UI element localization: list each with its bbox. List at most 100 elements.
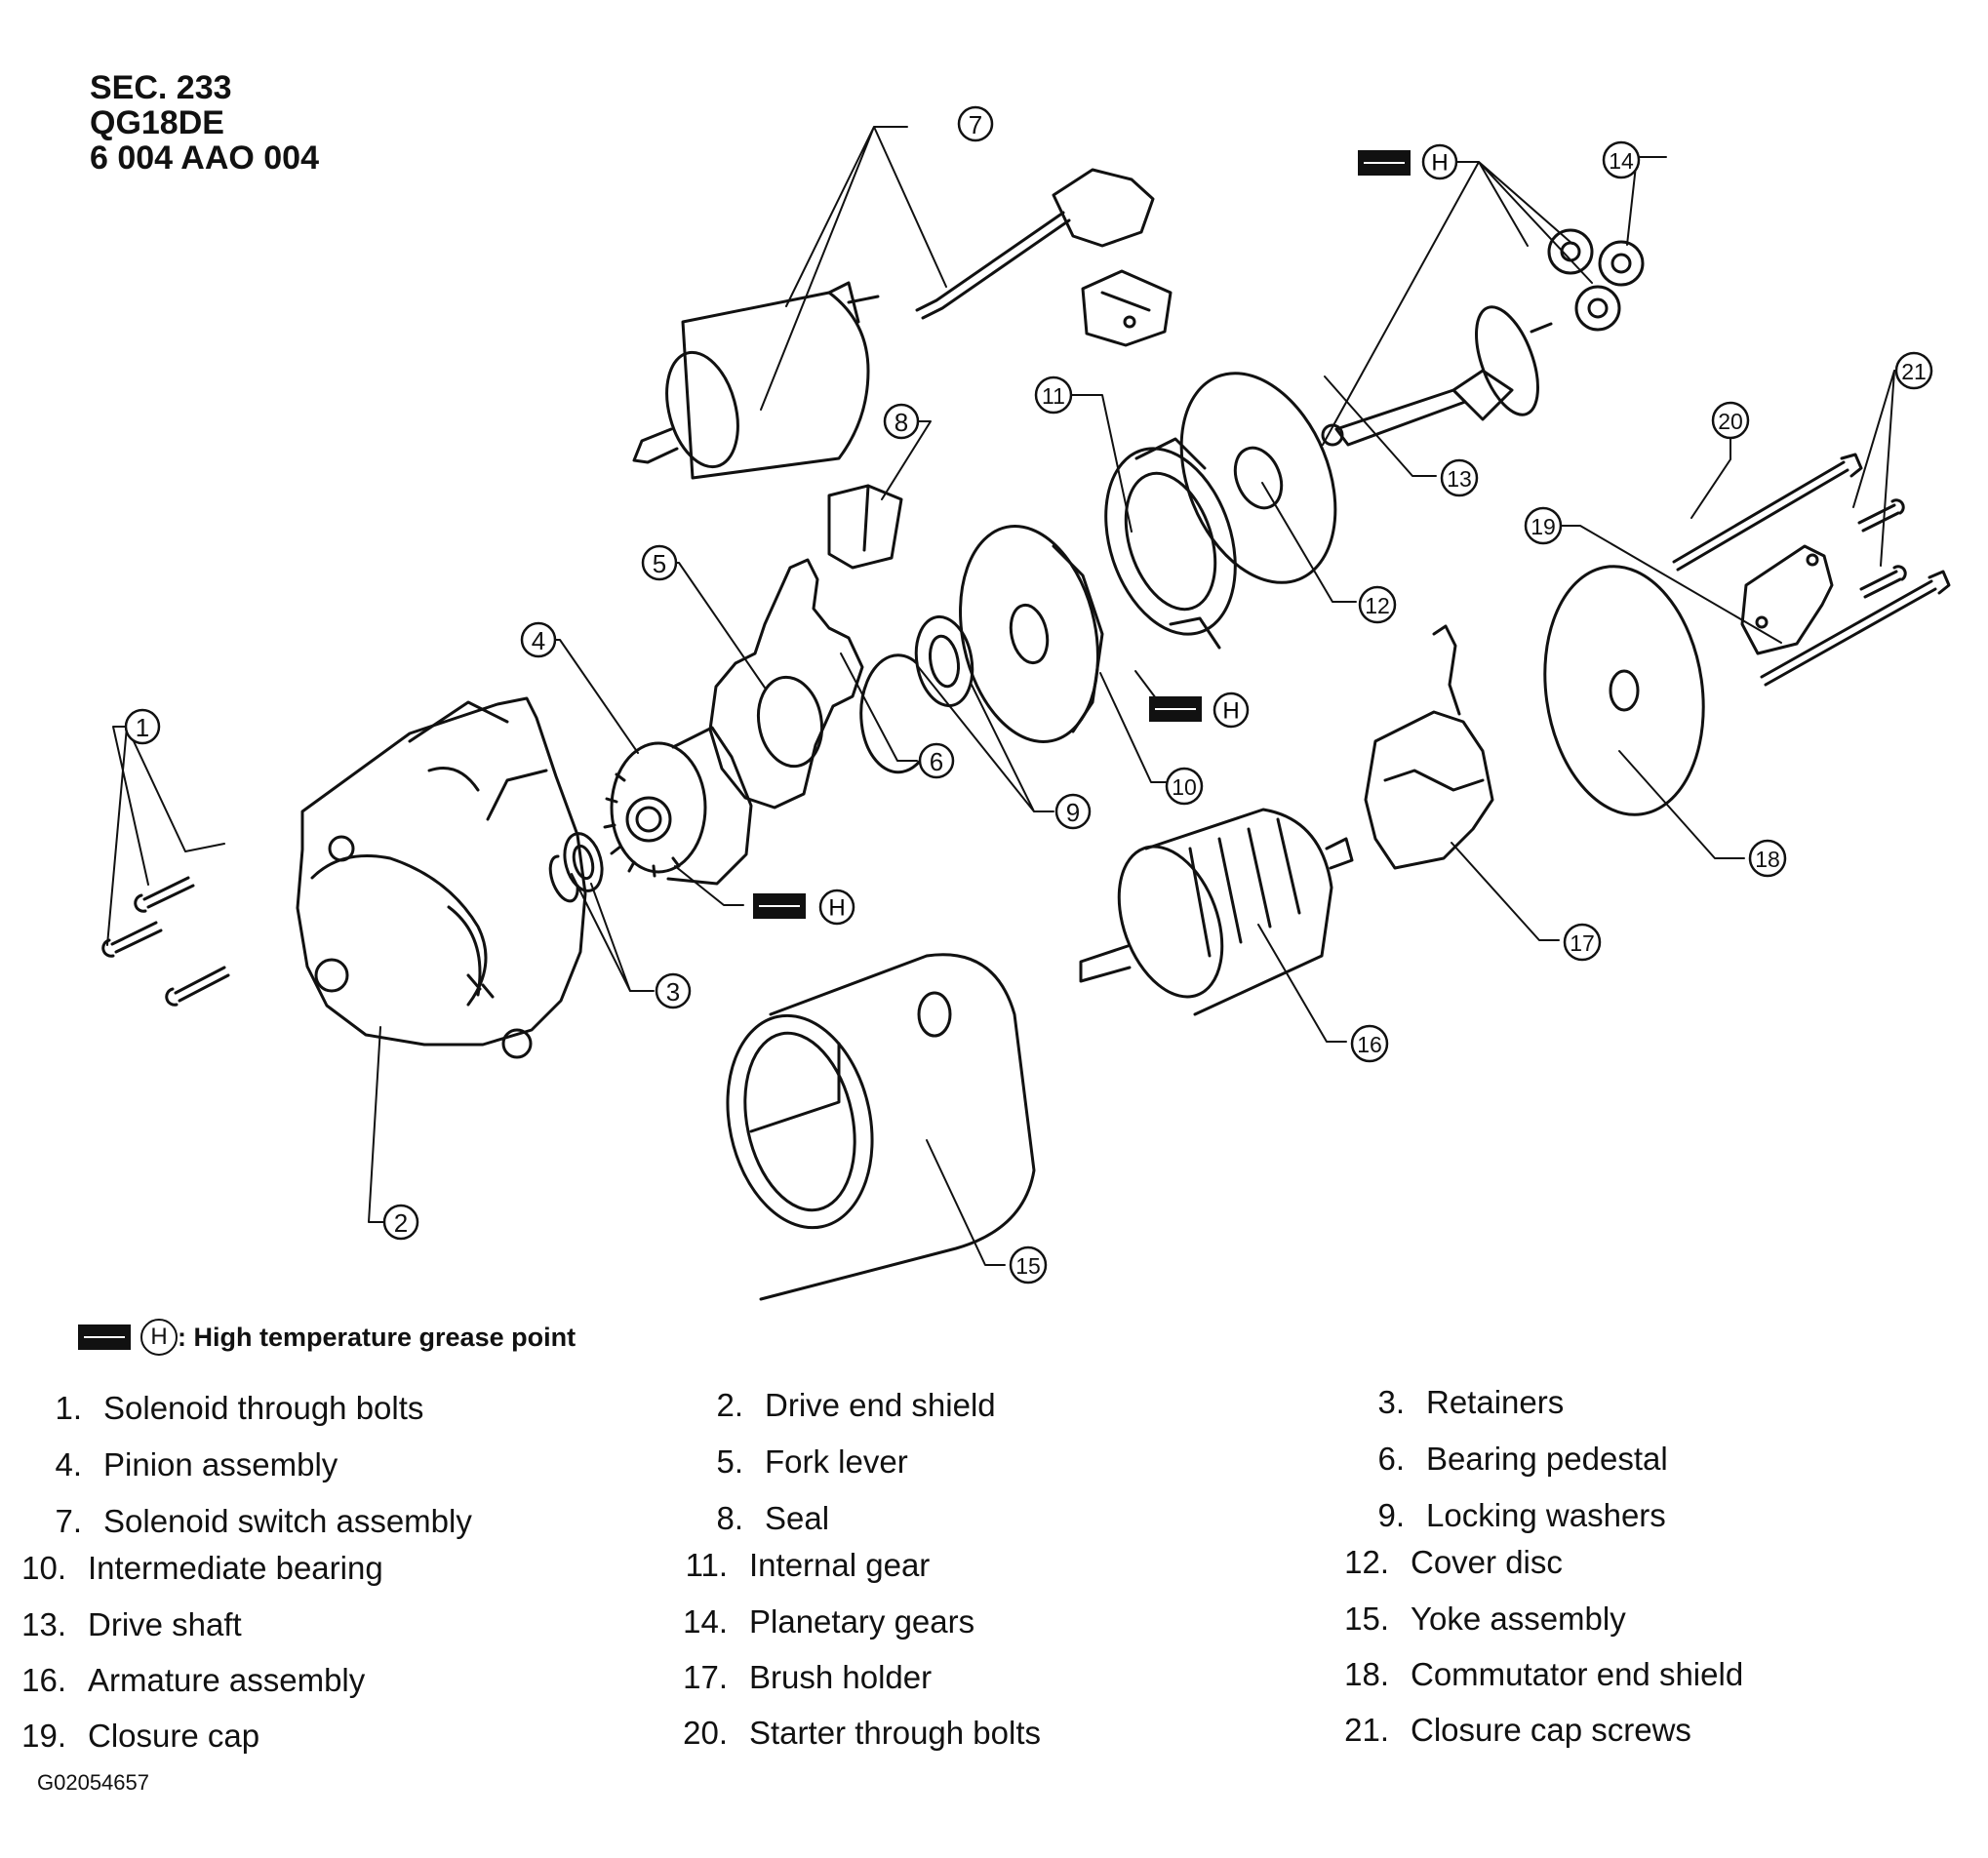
callout-18-label: 18: [1755, 847, 1780, 872]
figure-id: G02054657: [37, 1770, 149, 1795]
callout-20: 20: [1711, 401, 1750, 440]
grease-icon: [78, 1324, 131, 1350]
callout-21: 21: [1894, 351, 1933, 390]
callout-5-label: 5: [653, 549, 666, 578]
callout-20-label: 20: [1718, 409, 1743, 434]
part-item: 6.Bearing pedestal: [1377, 1441, 1668, 1477]
solenoid-through-bolts-drawing: [101, 876, 230, 1007]
grease-marker-pinion: H: [753, 889, 855, 926]
callout-4-label: 4: [532, 626, 545, 655]
callout-2-label: 2: [394, 1208, 408, 1238]
internal-gear-drawing: [1104, 437, 1237, 650]
part-item: 18.Commutator end shield: [1344, 1656, 1744, 1692]
callout-16: 16: [1350, 1024, 1389, 1063]
grease-symbol: H: [140, 1319, 178, 1356]
callout-12: 12: [1358, 585, 1397, 624]
fork-lever-drawing: [708, 558, 864, 810]
part-item: 12.Cover disc: [1344, 1544, 1563, 1580]
drive-end-shield-drawing: [296, 696, 587, 1059]
callout-18: 18: [1748, 839, 1787, 878]
callout-14-label: 14: [1609, 148, 1634, 174]
part-item: 11.Internal gear: [685, 1547, 931, 1583]
callout-7-label: 7: [969, 110, 982, 139]
part-item: 3.Retainers: [1377, 1384, 1565, 1420]
grease-marker-pinion-label: H: [828, 895, 845, 922]
part-item: 1.Solenoid through bolts: [55, 1390, 424, 1426]
commutator-end-shield-drawing: [1543, 565, 1705, 816]
callout-13-label: 13: [1447, 466, 1472, 492]
section-number: SEC. 233: [90, 69, 232, 106]
part-item: 10.Intermediate bearing: [21, 1550, 383, 1586]
callout-12-label: 12: [1365, 593, 1390, 618]
callout-6: 6: [918, 742, 955, 779]
part-item: 5.Fork lever: [716, 1443, 908, 1480]
armature-assembly-drawing: [1079, 808, 1354, 1016]
callout-2: 2: [382, 1204, 419, 1241]
starter-through-bolts-drawing: [1672, 453, 1951, 687]
seal-drawing: [827, 484, 903, 570]
part-item: 8.Seal: [716, 1500, 830, 1536]
callout-11: 11: [1034, 376, 1073, 415]
callout-1: 1: [124, 708, 161, 745]
grease-marker-intermediate-label: H: [1222, 698, 1239, 725]
solenoid-switch-assembly-drawing: [632, 168, 1155, 480]
part-item: 2.Drive end shield: [716, 1387, 996, 1423]
yoke-assembly-drawing: [726, 953, 1036, 1301]
callout-10-label: 10: [1172, 774, 1197, 800]
part-item: 7.Solenoid switch assembly: [55, 1503, 472, 1539]
callout-9: 9: [1054, 793, 1092, 830]
callout-5: 5: [641, 544, 678, 581]
callout-15-label: 15: [1015, 1253, 1041, 1279]
callout-3: 3: [655, 972, 692, 1009]
callout-8: 8: [883, 403, 920, 440]
planetary-gears-drawing: [1547, 228, 1645, 332]
retainers-drawing: [548, 832, 604, 903]
callout-13: 13: [1440, 458, 1479, 497]
callout-17: 17: [1563, 923, 1602, 962]
grease-marker-top: H: [1358, 143, 1458, 180]
engine-code: QG18DE: [90, 104, 224, 141]
part-item: 4.Pinion assembly: [55, 1446, 338, 1482]
bearing-pedestal-drawing: [859, 653, 929, 774]
callout-7: 7: [957, 105, 994, 142]
callout-17-label: 17: [1570, 930, 1595, 956]
bracket-drawing: [1081, 269, 1173, 347]
leader-lines: [106, 126, 1915, 1266]
part-item: 20.Starter through bolts: [683, 1715, 1041, 1751]
callout-6-label: 6: [930, 747, 943, 776]
grease-markers: H H H: [753, 143, 1458, 926]
callout-9-label: 9: [1066, 798, 1080, 827]
callout-19-label: 19: [1531, 514, 1556, 539]
brush-holder-drawing: [1364, 624, 1494, 870]
callout-10: 10: [1165, 767, 1204, 806]
part-item: 21.Closure cap screws: [1344, 1712, 1691, 1748]
callout-11-label: 11: [1042, 383, 1065, 409]
part-item: 16.Armature assembly: [21, 1662, 366, 1698]
drive-shaft-drawing: [1321, 305, 1553, 447]
document-code: 6 004 AAO 004: [90, 139, 319, 177]
callout-8-label: 8: [895, 408, 908, 437]
part-item: 13.Drive shaft: [21, 1606, 242, 1642]
callout-4: 4: [520, 621, 557, 658]
closure-cap-screws-drawing: [1857, 498, 1907, 599]
intermediate-bearing-drawing: [959, 525, 1104, 743]
callout-19: 19: [1524, 506, 1563, 545]
part-item: 9.Locking washers: [1377, 1497, 1666, 1533]
part-item: 17.Brush holder: [683, 1659, 933, 1695]
callout-21-label: 21: [1901, 359, 1927, 384]
part-item: 15.Yoke assembly: [1344, 1601, 1626, 1637]
callout-16-label: 16: [1357, 1032, 1382, 1057]
grease-marker-top-label: H: [1431, 150, 1448, 177]
cover-disc-drawing: [1179, 372, 1337, 584]
callout-14: 14: [1602, 140, 1641, 179]
part-item: 19.Closure cap: [21, 1718, 260, 1754]
pinion-assembly-drawing: [603, 726, 753, 886]
grease-legend-text: : High temperature grease point: [178, 1322, 577, 1352]
grease-marker-intermediate: H: [1149, 692, 1250, 729]
part-item: 14.Planetary gears: [683, 1603, 975, 1640]
callout-1-label: 1: [136, 713, 149, 742]
callout-15: 15: [1009, 1245, 1048, 1285]
callout-3-label: 3: [666, 977, 680, 1007]
grease-legend: H : High temperature grease point: [78, 1319, 576, 1356]
